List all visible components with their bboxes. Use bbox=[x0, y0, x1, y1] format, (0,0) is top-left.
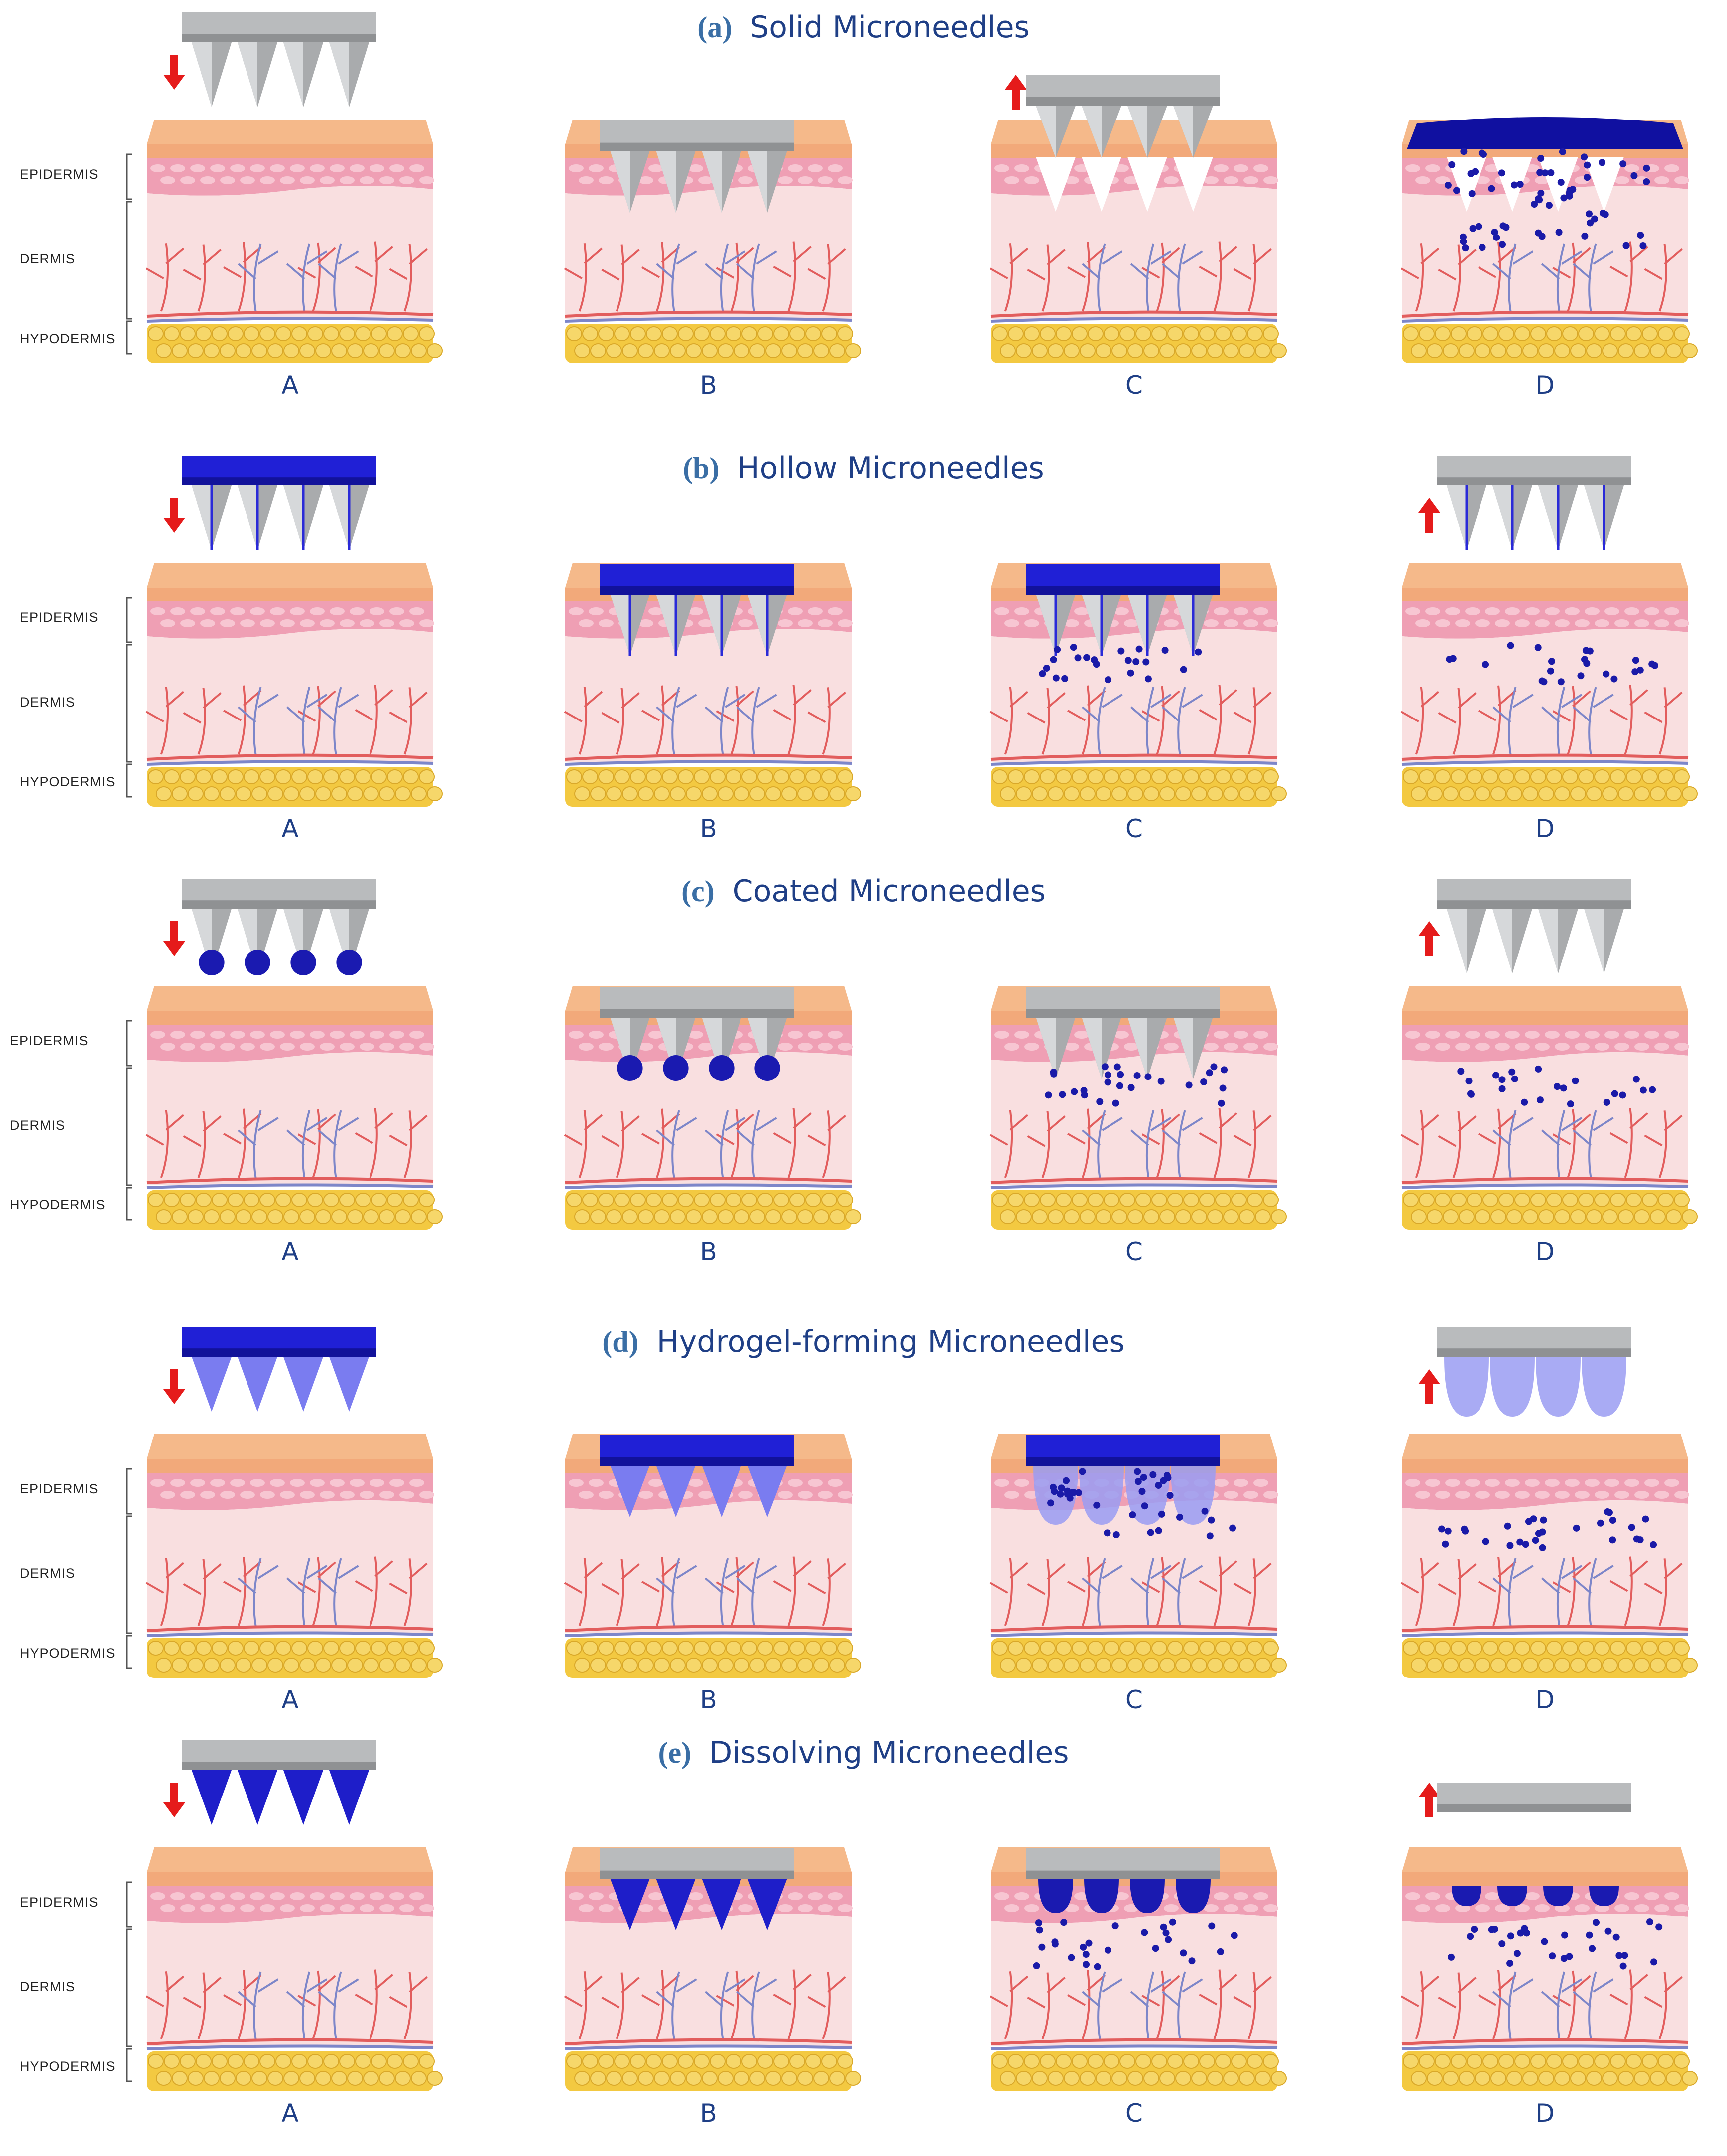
stage-letter: C bbox=[1125, 1685, 1143, 1714]
panel-a-C bbox=[989, 75, 1287, 363]
panel-b-D bbox=[1400, 456, 1698, 807]
stage-letter: C bbox=[1125, 1237, 1143, 1266]
label-epidermis: EPIDERMIS bbox=[20, 610, 99, 625]
panel-b-C bbox=[989, 563, 1287, 807]
label-epidermis: EPIDERMIS bbox=[20, 1481, 99, 1496]
row-title-e: (e) Dissolving Microneedles bbox=[0, 1735, 1727, 1770]
stage-letter: A bbox=[281, 1237, 299, 1266]
label-hypodermis: HYPODERMIS bbox=[20, 774, 116, 789]
panel-c-C bbox=[989, 986, 1287, 1230]
panel-c-B bbox=[564, 986, 861, 1230]
panel-b-B bbox=[564, 563, 861, 807]
row-title-b: (b) Hollow Microneedles bbox=[0, 451, 1727, 485]
stage-letter: A bbox=[281, 371, 299, 400]
stage-letter: B bbox=[700, 1237, 717, 1266]
row-name: Dissolving Microneedles bbox=[709, 1735, 1069, 1770]
label-hypodermis: HYPODERMIS bbox=[20, 2059, 116, 2074]
panel-b-A bbox=[145, 456, 443, 807]
row-title-a: (a) Solid Microneedles bbox=[0, 10, 1727, 45]
label-dermis: DERMIS bbox=[20, 251, 76, 266]
stage-letter: D bbox=[1535, 814, 1555, 843]
row-letter: (b) bbox=[683, 452, 720, 484]
stage-letter: B bbox=[700, 814, 717, 843]
row-name: Hollow Microneedles bbox=[737, 451, 1044, 485]
label-epidermis: EPIDERMIS bbox=[10, 1033, 89, 1048]
row-title-c: (c) Coated Microneedles bbox=[0, 874, 1727, 909]
stage-letter: C bbox=[1125, 371, 1143, 400]
stage-letter: D bbox=[1535, 2099, 1555, 2128]
panel-e-D bbox=[1400, 1783, 1698, 2091]
stage-letter: D bbox=[1535, 1685, 1555, 1714]
stage-letter: A bbox=[281, 2099, 299, 2128]
row-letter: (a) bbox=[697, 11, 733, 44]
panel-d-B bbox=[564, 1434, 861, 1678]
stage-letter: C bbox=[1125, 2099, 1143, 2128]
panel-d-D bbox=[1400, 1327, 1698, 1678]
panel-a-B bbox=[564, 120, 861, 363]
row-title-d: (d) Hydrogel-forming Microneedles bbox=[0, 1324, 1727, 1359]
stage-letter: A bbox=[281, 814, 299, 843]
label-hypodermis: HYPODERMIS bbox=[20, 331, 116, 346]
stage-letter: B bbox=[700, 2099, 717, 2128]
stage-letter: B bbox=[700, 1685, 717, 1714]
panel-e-C bbox=[989, 1847, 1287, 2091]
label-dermis: DERMIS bbox=[20, 695, 76, 710]
label-hypodermis: HYPODERMIS bbox=[20, 1646, 116, 1661]
row-name: Coated Microneedles bbox=[732, 874, 1046, 909]
label-hypodermis: HYPODERMIS bbox=[10, 1198, 106, 1212]
stage-letter: A bbox=[281, 1685, 299, 1714]
panel-a-D bbox=[1400, 117, 1698, 363]
panel-a-A bbox=[145, 12, 443, 363]
stage-letter: B bbox=[700, 371, 717, 400]
row-name: Hydrogel-forming Microneedles bbox=[656, 1324, 1125, 1359]
label-dermis: DERMIS bbox=[20, 1566, 76, 1581]
stage-letter: D bbox=[1535, 371, 1555, 400]
row-letter: (e) bbox=[658, 1736, 692, 1769]
panel-c-D bbox=[1400, 879, 1698, 1230]
row-letter: (c) bbox=[681, 875, 715, 908]
panel-d-A bbox=[145, 1327, 443, 1678]
label-dermis: DERMIS bbox=[10, 1118, 66, 1133]
row-name: Solid Microneedles bbox=[750, 10, 1030, 45]
panel-c-A bbox=[145, 879, 443, 1230]
stage-letter: C bbox=[1125, 814, 1143, 843]
panel-e-B bbox=[564, 1847, 861, 2091]
label-epidermis: EPIDERMIS bbox=[20, 1895, 99, 1910]
label-dermis: DERMIS bbox=[20, 1979, 76, 1994]
label-epidermis: EPIDERMIS bbox=[20, 167, 99, 182]
panel-e-A bbox=[145, 1740, 443, 2091]
panel-d-C bbox=[989, 1434, 1287, 1678]
row-letter: (d) bbox=[602, 1325, 639, 1358]
stage-letter: D bbox=[1535, 1237, 1555, 1266]
